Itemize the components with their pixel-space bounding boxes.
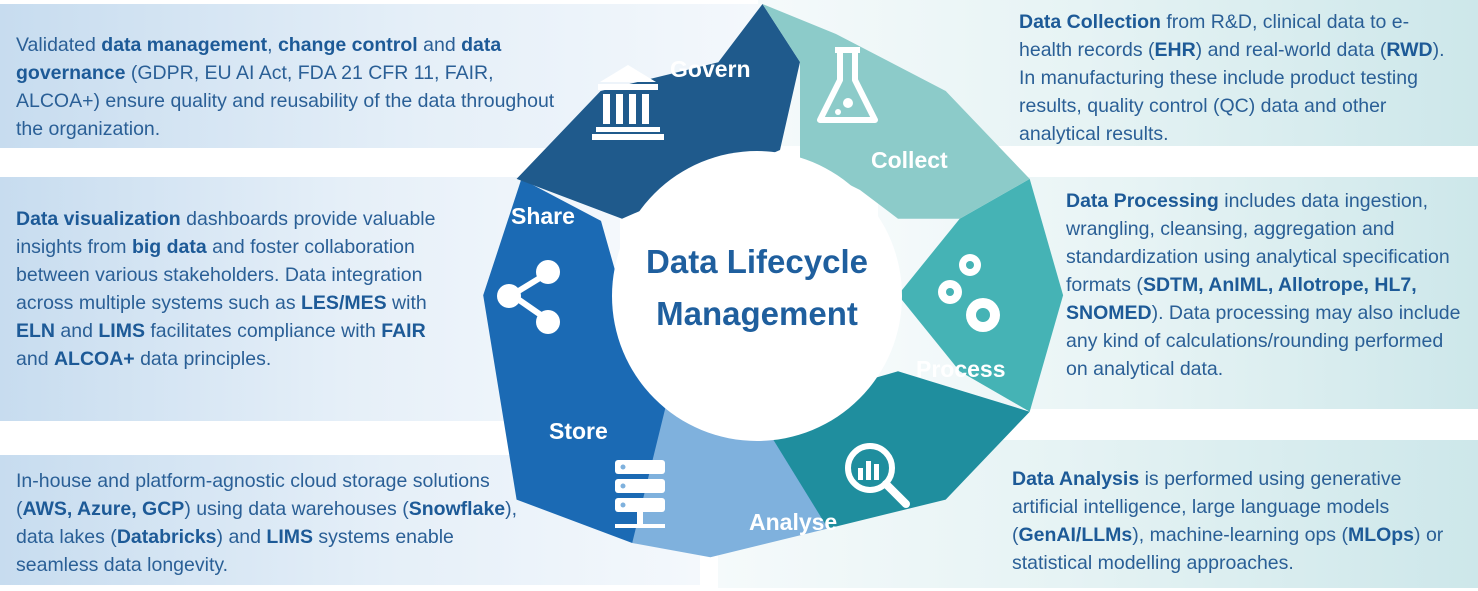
label-process: Process (916, 356, 1006, 382)
segment-process (898, 178, 1064, 412)
center-title-line2: Management (656, 295, 858, 332)
gears-icon (938, 254, 1000, 332)
label-govern: Govern (670, 56, 751, 82)
bank-building-icon (592, 65, 664, 140)
process-description: Data Processing includes data ingestion,… (1066, 190, 1461, 380)
center-circle (612, 151, 902, 441)
server-icon (615, 460, 665, 528)
analyse-description: Data Analysis is performed using generat… (1012, 468, 1444, 574)
segment-collect (762, 4, 1030, 219)
magnifier-chart-icon (845, 443, 910, 508)
collect-description: Data Collection from R&D, clinical data … (1019, 11, 1445, 145)
label-analyse: Analyse (749, 509, 838, 535)
share-icon (497, 260, 560, 334)
label-collect: Collect (871, 147, 948, 173)
share-description: Data visualization dashboards provide va… (16, 208, 436, 370)
label-store: Store (549, 418, 608, 444)
label-share: Share (511, 203, 575, 229)
flask-icon (817, 47, 878, 123)
govern-description: Validated data management, change contro… (16, 34, 555, 140)
store-description: In-house and platform-agnostic cloud sto… (16, 470, 518, 576)
segment-share (483, 178, 671, 543)
center-title: Data Lifecycle Management (612, 236, 902, 340)
center-title-line1: Data Lifecycle (646, 243, 868, 280)
